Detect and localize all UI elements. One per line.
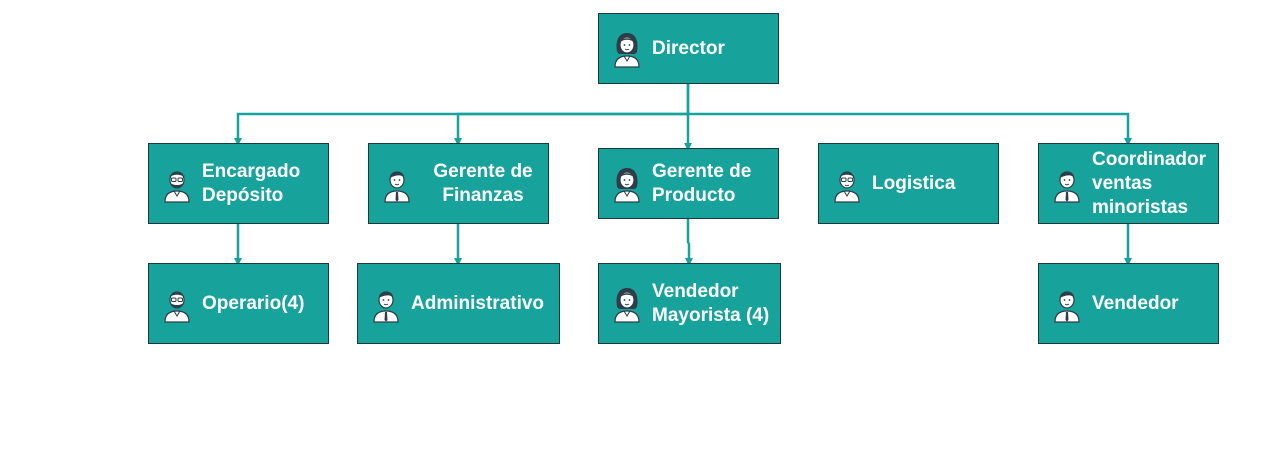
node-coordinador[interactable]: Coordinador ventas minoristas	[1038, 143, 1219, 224]
man-glasses-icon	[834, 170, 860, 203]
bearded-man-glasses-icon	[164, 170, 190, 203]
man-icon	[373, 290, 399, 323]
node-vendedor[interactable]: Vendedor	[1038, 263, 1219, 344]
node-director[interactable]: Director	[598, 13, 779, 84]
node-logistica[interactable]: Logistica	[818, 143, 999, 224]
connector-producto-vendedor-mayorista	[685, 219, 693, 266]
man-icon	[1054, 290, 1080, 323]
node-label: Administrativo	[411, 292, 545, 314]
node-encargado-deposito[interactable]: Encargado Depósito	[148, 143, 329, 224]
node-label: Director	[652, 37, 725, 59]
man-icon	[384, 170, 410, 203]
node-label: Gerente de Producto	[652, 160, 752, 206]
node-operario[interactable]: Operario(4)	[148, 263, 329, 344]
bearded-man-glasses-icon	[164, 290, 190, 323]
node-label: Operario(4)	[202, 292, 305, 314]
node-vendedor-mayorista[interactable]: Vendedor Mayorista (4)	[598, 263, 781, 344]
node-label: Gerente de Finanzas	[433, 160, 533, 206]
woman-icon	[614, 167, 640, 203]
node-label: Vendedor	[1092, 292, 1179, 314]
node-label: Vendedor Mayorista (4)	[652, 280, 770, 326]
woman-icon	[614, 287, 640, 323]
node-label: Encargado Depósito	[202, 160, 301, 206]
node-gerente-producto[interactable]: Gerente de Producto	[598, 148, 779, 219]
node-label: Logistica	[872, 172, 956, 194]
node-gerente-finanzas[interactable]: Gerente de Finanzas	[368, 143, 549, 224]
connector-director-coordinador	[688, 112, 1132, 146]
man-icon	[1054, 170, 1080, 203]
woman-icon	[614, 32, 640, 68]
node-label: Coordinador ventas minoristas	[1092, 148, 1206, 218]
connector-director-finanzas	[454, 112, 688, 146]
node-administrativo[interactable]: Administrativo	[357, 263, 560, 344]
